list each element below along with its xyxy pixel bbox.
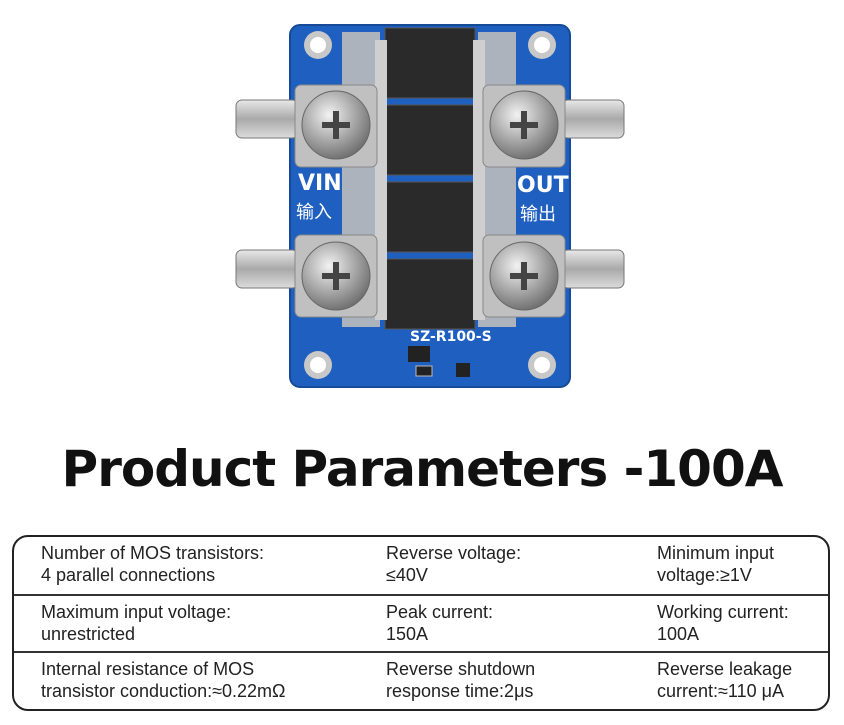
mounting-hole-icon [304,31,556,379]
out-label: OUT [517,173,569,198]
vin-cn-label: 输入 [296,202,332,223]
driver-ic [408,346,430,362]
table-row: Number of MOS transistors:4 parallel con… [14,537,828,593]
param-cell: Working current:100A [657,602,789,644]
param-cell: Maximum input voltage:unrestricted [41,602,232,644]
smd-transistor [456,363,470,377]
param-cell: Reverse voltage:≤40V [386,543,522,585]
param-cell: Peak current:150A [386,602,494,644]
param-cell: Number of MOS transistors:4 parallel con… [41,543,265,585]
table-row: Maximum input voltage:unrestricted Peak … [14,594,828,652]
parameters-table: Number of MOS transistors:4 parallel con… [12,535,830,711]
smd-resistor [415,365,433,377]
pcb-illustration: VIN 输入 OUT 输出 SZ-R100-S [235,24,625,388]
out-cn-label: 输出 [520,204,556,225]
product-board-image: VIN 输入 OUT 输出 SZ-R100-S [230,20,630,395]
vin-label: VIN [298,171,342,196]
page-title: Product Parameters -100A [61,440,784,498]
phillips-screw-icon [301,90,559,311]
model-label: SZ-R100-S [410,329,492,345]
mosfet-array [375,27,485,330]
